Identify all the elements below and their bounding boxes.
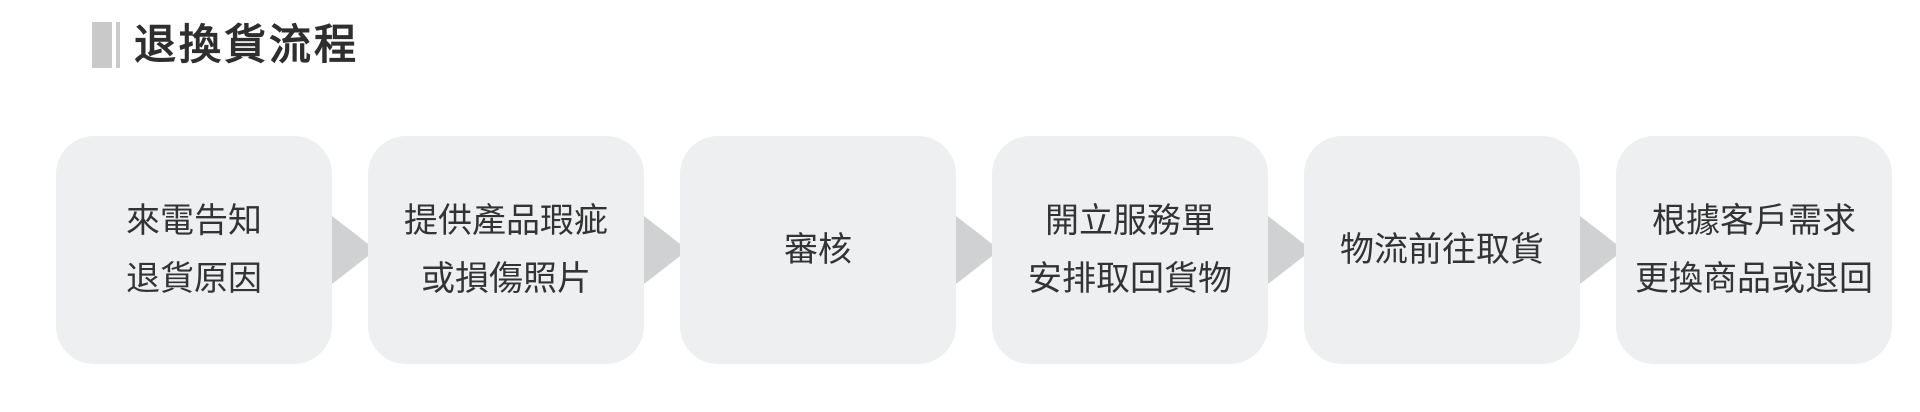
title-marker-thin — [116, 22, 120, 68]
step-1-line-1: 來電告知 — [126, 201, 262, 241]
step-6-line-1: 根據客戶需求 — [1652, 201, 1856, 241]
step-4-line-2: 安排取回貨物 — [1028, 259, 1232, 299]
flow-step-6: 根據客戶需求 更換商品或退回 — [1616, 136, 1892, 364]
flow-step-2: 提供產品瑕疵 或損傷照片 — [368, 136, 644, 364]
flow-step-3: 審核 — [680, 136, 956, 364]
flow-step-5: 物流前往取貨 — [1304, 136, 1580, 364]
section-heading: 退換貨流程 — [92, 18, 359, 72]
step-2-line-2: 或損傷照片 — [421, 259, 591, 299]
step-4-line-1: 開立服務單 — [1045, 201, 1215, 241]
step-1-line-2: 退貨原因 — [126, 259, 262, 299]
flow-step-4: 開立服務單 安排取回貨物 — [992, 136, 1268, 364]
title-marker-thick — [92, 22, 112, 68]
flow-step-1: 來電告知 退貨原因 — [56, 136, 332, 364]
step-6-line-2: 更換商品或退回 — [1635, 259, 1873, 299]
page-title: 退換貨流程 — [134, 20, 360, 69]
step-3-line-1: 審核 — [784, 230, 852, 270]
step-2-line-1: 提供產品瑕疵 — [404, 201, 608, 241]
step-5-line-1: 物流前往取貨 — [1340, 230, 1544, 270]
